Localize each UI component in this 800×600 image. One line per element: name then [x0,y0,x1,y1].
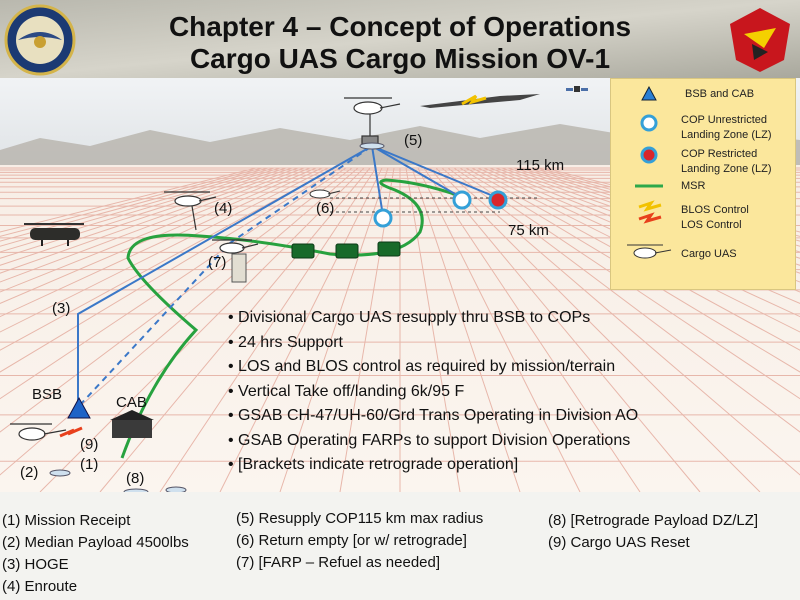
mission-bullets: Divisional Cargo UAS resupply thru BSB t… [228,306,728,478]
step-item: (3) HOGE [2,556,69,573]
legend-label-los: LOS Control [681,219,742,231]
blos-lightning-icon [461,94,487,106]
marker-1: (1) [80,456,99,473]
distance-near-label: 75 km [508,222,549,239]
lightning-icon [638,200,662,212]
route-hover-to-cop-mid [371,145,384,217]
cargo-uas-helicopter-icon [309,189,341,199]
step-item: (2) Median Payload 4500lbs [2,534,189,551]
marker-7: (7) [208,254,227,271]
cargo-uas-helicopter-icon [10,423,67,441]
step-item: (8) [Retrograde Payload DZ/LZ] [548,512,759,529]
circle-white-icon [640,114,658,132]
satellite-icon [566,86,588,92]
cargo-uas-helicopter-icon [344,97,401,145]
route-hover-to-cop-unrestricted [371,145,463,199]
legend-label-blos: BLOS Control [681,204,749,216]
supply-truck-icon [291,241,401,259]
los-lightning-icon [59,426,83,438]
cargo-uas-helicopter-icon [164,191,217,231]
step-item: (1) Mission Receipt [2,512,131,529]
step-item: (5) Resupply COP115 km max radius [236,510,484,527]
route-bsb-to-hover [77,145,373,410]
slide-title: Chapter 4 – Concept of Operations [168,11,632,42]
legend-label-cop-unrestricted: COP Unrestricted Landing Zone (LZ) [681,114,772,141]
step-item: (9) Cargo UAS Reset [548,534,690,551]
cop-restricted-lz-marker [488,190,508,210]
soldier-figure-icon [231,253,247,283]
bullet-item: Vertical Take off/landing 6k/95 F [228,380,728,405]
triangle-icon [641,85,657,101]
cab-label: CAB [116,394,147,411]
helicopter-icon [627,244,672,259]
landing-pad-icon [49,469,71,477]
step-item: (6) Return empty [or w/ retrograde] [236,532,467,549]
bsb-triangle-icon [67,396,91,419]
bullet-item: LOS and BLOS control as required by miss… [228,355,728,380]
distance-far-label: 115 km [516,157,565,174]
landing-pad-icon [359,142,385,150]
unit-crest-icon [730,8,790,72]
lightning-icon [638,212,662,224]
legend-label-cargo-uas: Cargo UAS [681,248,737,260]
bullet-item: GSAB Operating FARPs to support Division… [228,429,728,454]
bullet-item: GSAB CH-47/UH-60/Grd Trans Operating in … [228,404,728,429]
bullet-item: [Brackets indicate retrograde operation] [228,453,728,478]
step-item: (7) [FARP – Refuel as needed] [236,554,441,571]
circle-red-icon [640,146,658,164]
legend-label-cop-restricted: COP Restricted Landing Zone (LZ) [681,148,772,175]
chinook-helicopter-icon [24,223,84,246]
cab-facility-icon [110,410,154,438]
cargo-uas-helicopter-icon [212,239,259,254]
legend-box: BSB and CAB COP Unrestricted Landing Zon… [610,78,796,290]
marker-9: (9) [80,436,99,453]
marker-3: (3) [52,300,71,317]
bsb-label: BSB [32,386,63,403]
msr-route [120,178,461,459]
army-seal-icon [4,4,76,76]
legend-label-bsb: BSB and CAB [685,88,755,100]
bullet-item: Divisional Cargo UAS resupply thru BSB t… [228,306,728,331]
route-hover-to-cop-restricted [371,145,499,199]
step-list-panel: (1) Mission Receipt (2) Median Payload 4… [0,492,800,600]
legend-label-msr: MSR [681,180,706,192]
cop-unrestricted-lz-marker [452,190,472,210]
marker-6: (6) [316,200,335,217]
step-item: (4) Enroute [2,578,78,595]
marker-2: (2) [20,464,39,481]
cop-unrestricted-lz-marker [373,208,393,228]
marker-4: (4) [214,200,233,217]
marker-5: (5) [404,132,423,149]
bullet-item: 24 hrs Support [228,331,728,356]
slide-subtitle: Cargo UAS Cargo Mission OV-1 [189,43,611,74]
marker-8: (8) [126,470,145,487]
